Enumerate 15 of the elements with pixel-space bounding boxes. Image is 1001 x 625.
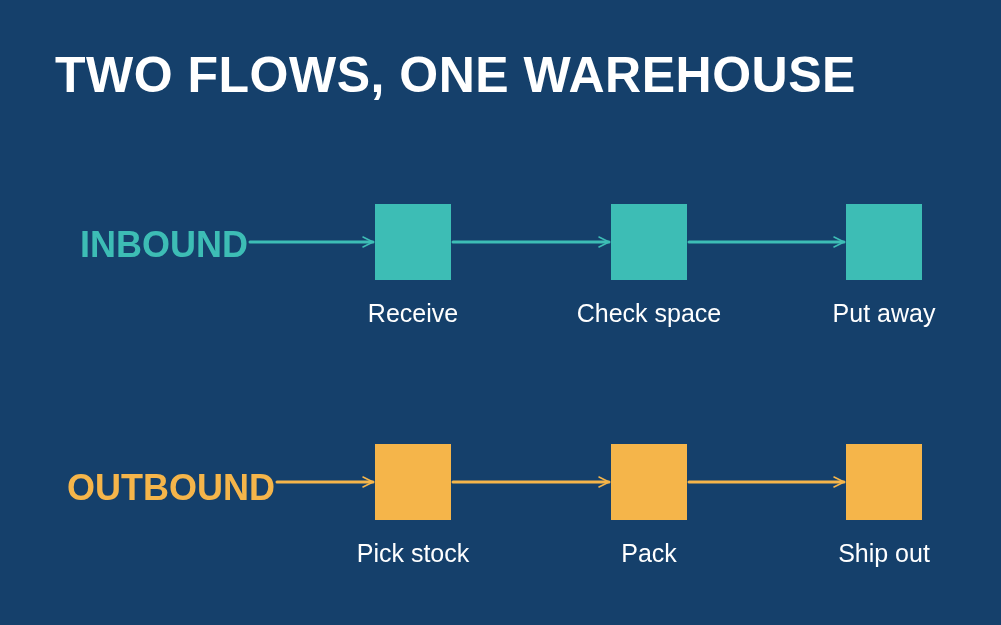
arrow bbox=[451, 236, 611, 248]
step-label: Pick stock bbox=[356, 540, 470, 568]
step-label: Pack bbox=[621, 540, 677, 568]
flow-label: INBOUND bbox=[80, 227, 248, 263]
arrow bbox=[687, 476, 846, 488]
arrow bbox=[687, 236, 846, 248]
step-label: Check space bbox=[576, 300, 722, 328]
step-label: Ship out bbox=[838, 540, 930, 568]
flow-label: OUTBOUND bbox=[67, 470, 275, 506]
step-label: Receive bbox=[367, 300, 459, 328]
step-label: Put away bbox=[832, 300, 936, 328]
arrow bbox=[275, 476, 375, 488]
diagram-title: TWO FLOWS, ONE WAREHOUSE bbox=[55, 46, 856, 104]
arrow bbox=[248, 236, 375, 248]
arrow bbox=[451, 476, 611, 488]
